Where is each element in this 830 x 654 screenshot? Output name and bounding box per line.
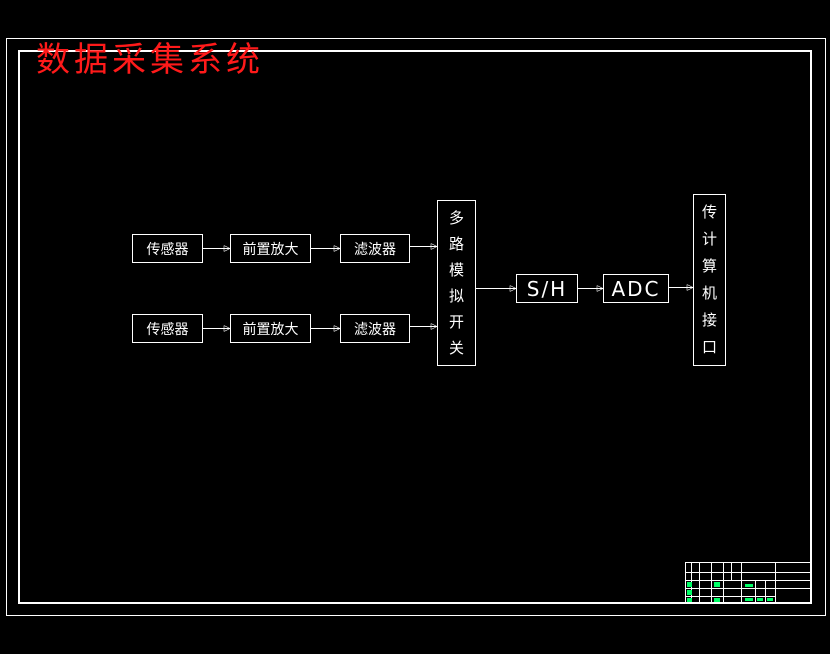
interface-char-4: 机 xyxy=(701,284,717,302)
interface-char-2: 计 xyxy=(701,230,717,248)
filter-label-1: 滤波器 xyxy=(354,241,396,258)
interface-char-6: 口 xyxy=(701,338,717,356)
filter-label-2: 滤波器 xyxy=(354,321,396,338)
mux-char-5: 开 xyxy=(448,312,464,331)
sensor-label-2: 传感器 xyxy=(146,321,189,338)
preamp-label-2: 前置放大 xyxy=(242,321,299,338)
adc-label: ADC xyxy=(611,276,661,301)
drawing-outer-border xyxy=(6,38,826,616)
mux-block: 多 路 模 拟 开 关 xyxy=(437,200,476,366)
preamp-label-1: 前置放大 xyxy=(242,241,299,258)
sensor-block-2: 传感器 xyxy=(132,314,203,343)
interface-char-1: 传 xyxy=(701,203,717,221)
sample-hold-label: S/H xyxy=(526,276,568,301)
interface-char-5: 接 xyxy=(701,311,717,329)
sensor-label-1: 传感器 xyxy=(146,241,189,258)
mux-char-6: 关 xyxy=(448,338,464,357)
title-block-table xyxy=(685,562,812,603)
interface-char-3: 算 xyxy=(701,257,717,275)
adc-block: ADC xyxy=(603,274,669,303)
sensor-block-1: 传感器 xyxy=(132,234,203,263)
mux-char-4: 拟 xyxy=(448,286,464,305)
title-block-accent-marks xyxy=(687,582,773,602)
drawing-inner-border xyxy=(18,50,812,604)
mux-char-3: 模 xyxy=(448,260,464,279)
mux-char-2: 路 xyxy=(448,234,464,253)
sample-hold-block: S/H xyxy=(516,274,578,303)
computer-interface-block: 传 计 算 机 接 口 xyxy=(693,194,726,366)
mux-char-1: 多 xyxy=(448,208,464,227)
drawing-title: 数据采集系统 xyxy=(36,40,264,80)
